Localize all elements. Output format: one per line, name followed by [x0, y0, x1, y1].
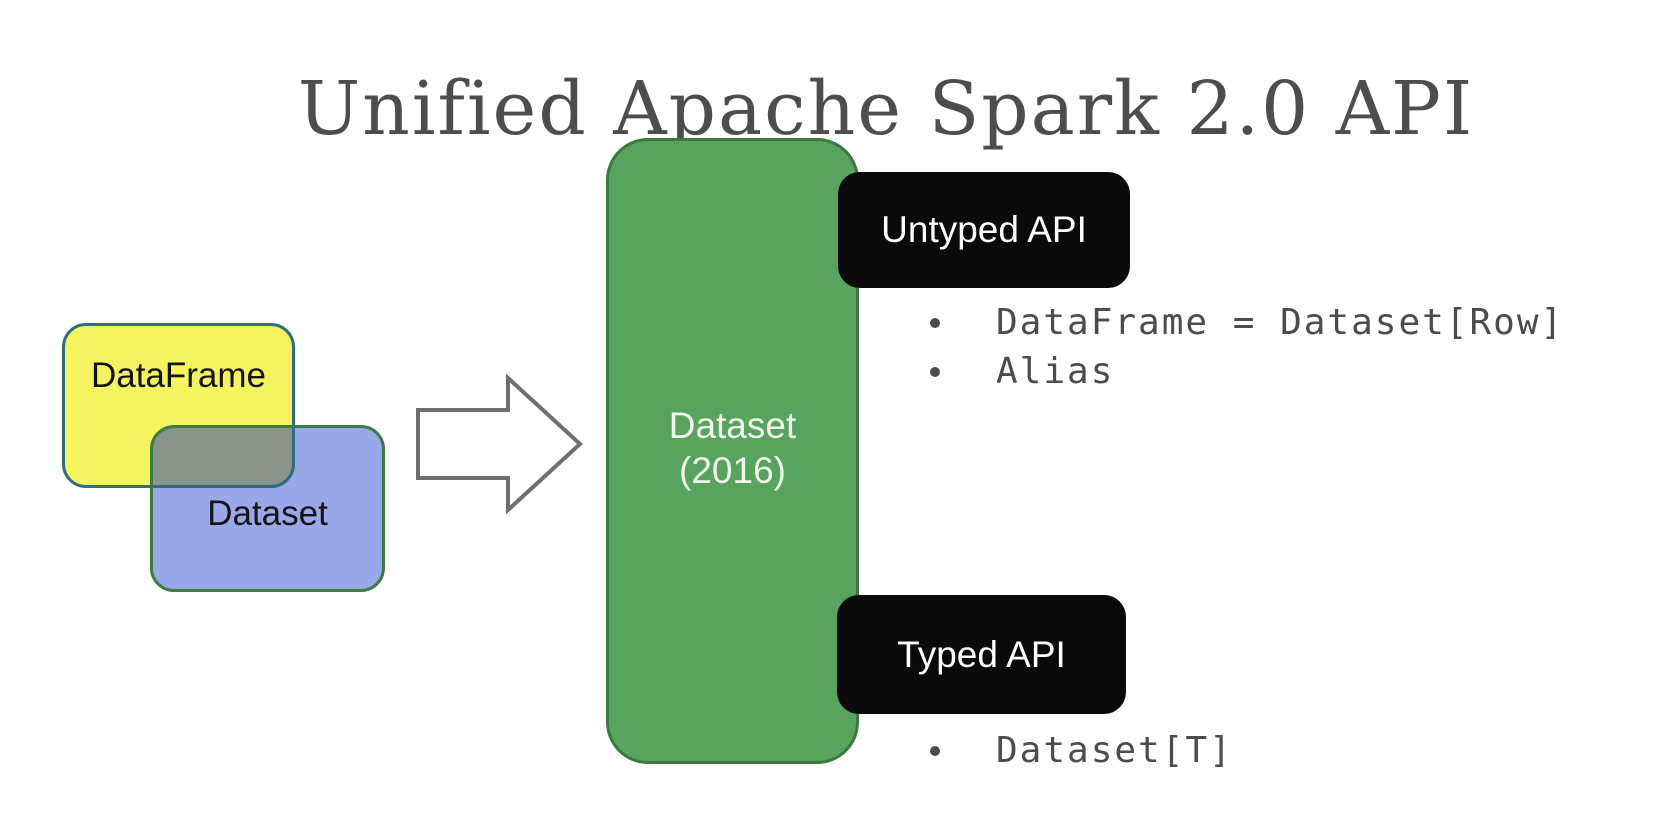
untyped-api-bullet-2-text: Alias — [996, 351, 1115, 392]
typed-api-badge-label: Typed API — [897, 633, 1066, 675]
untyped-api-badge: Untyped API — [838, 172, 1130, 288]
typed-api-bullet-1-text: Dataset[T] — [996, 730, 1233, 771]
unified-dataset-text: Dataset (2016) — [606, 403, 859, 493]
dataframe-dataset-overlap — [150, 425, 295, 488]
dataset-label: Dataset — [207, 494, 328, 533]
untyped-api-bullet-1: DataFrame = Dataset[Row] — [930, 302, 1564, 343]
bullet-dot — [930, 366, 940, 377]
typed-api-bullet-1: Dataset[T] — [930, 730, 1233, 771]
right-arrow-icon — [416, 373, 583, 515]
untyped-api-bullet-1-text: DataFrame = Dataset[Row] — [996, 302, 1565, 343]
untyped-api-bullet-2: Alias — [930, 351, 1114, 392]
untyped-api-badge-label: Untyped API — [881, 209, 1087, 250]
bullet-dot — [930, 745, 940, 756]
dataframe-label: DataFrame — [90, 356, 267, 395]
unified-dataset-box — [606, 138, 859, 764]
unified-dataset-line2: (2016) — [679, 450, 786, 491]
unified-dataset-line1: Dataset — [668, 405, 797, 446]
slide-title: Unified Apache Spark 2.0 API — [297, 65, 1475, 152]
bullet-dot — [930, 317, 940, 328]
typed-api-badge: Typed API — [837, 595, 1126, 714]
